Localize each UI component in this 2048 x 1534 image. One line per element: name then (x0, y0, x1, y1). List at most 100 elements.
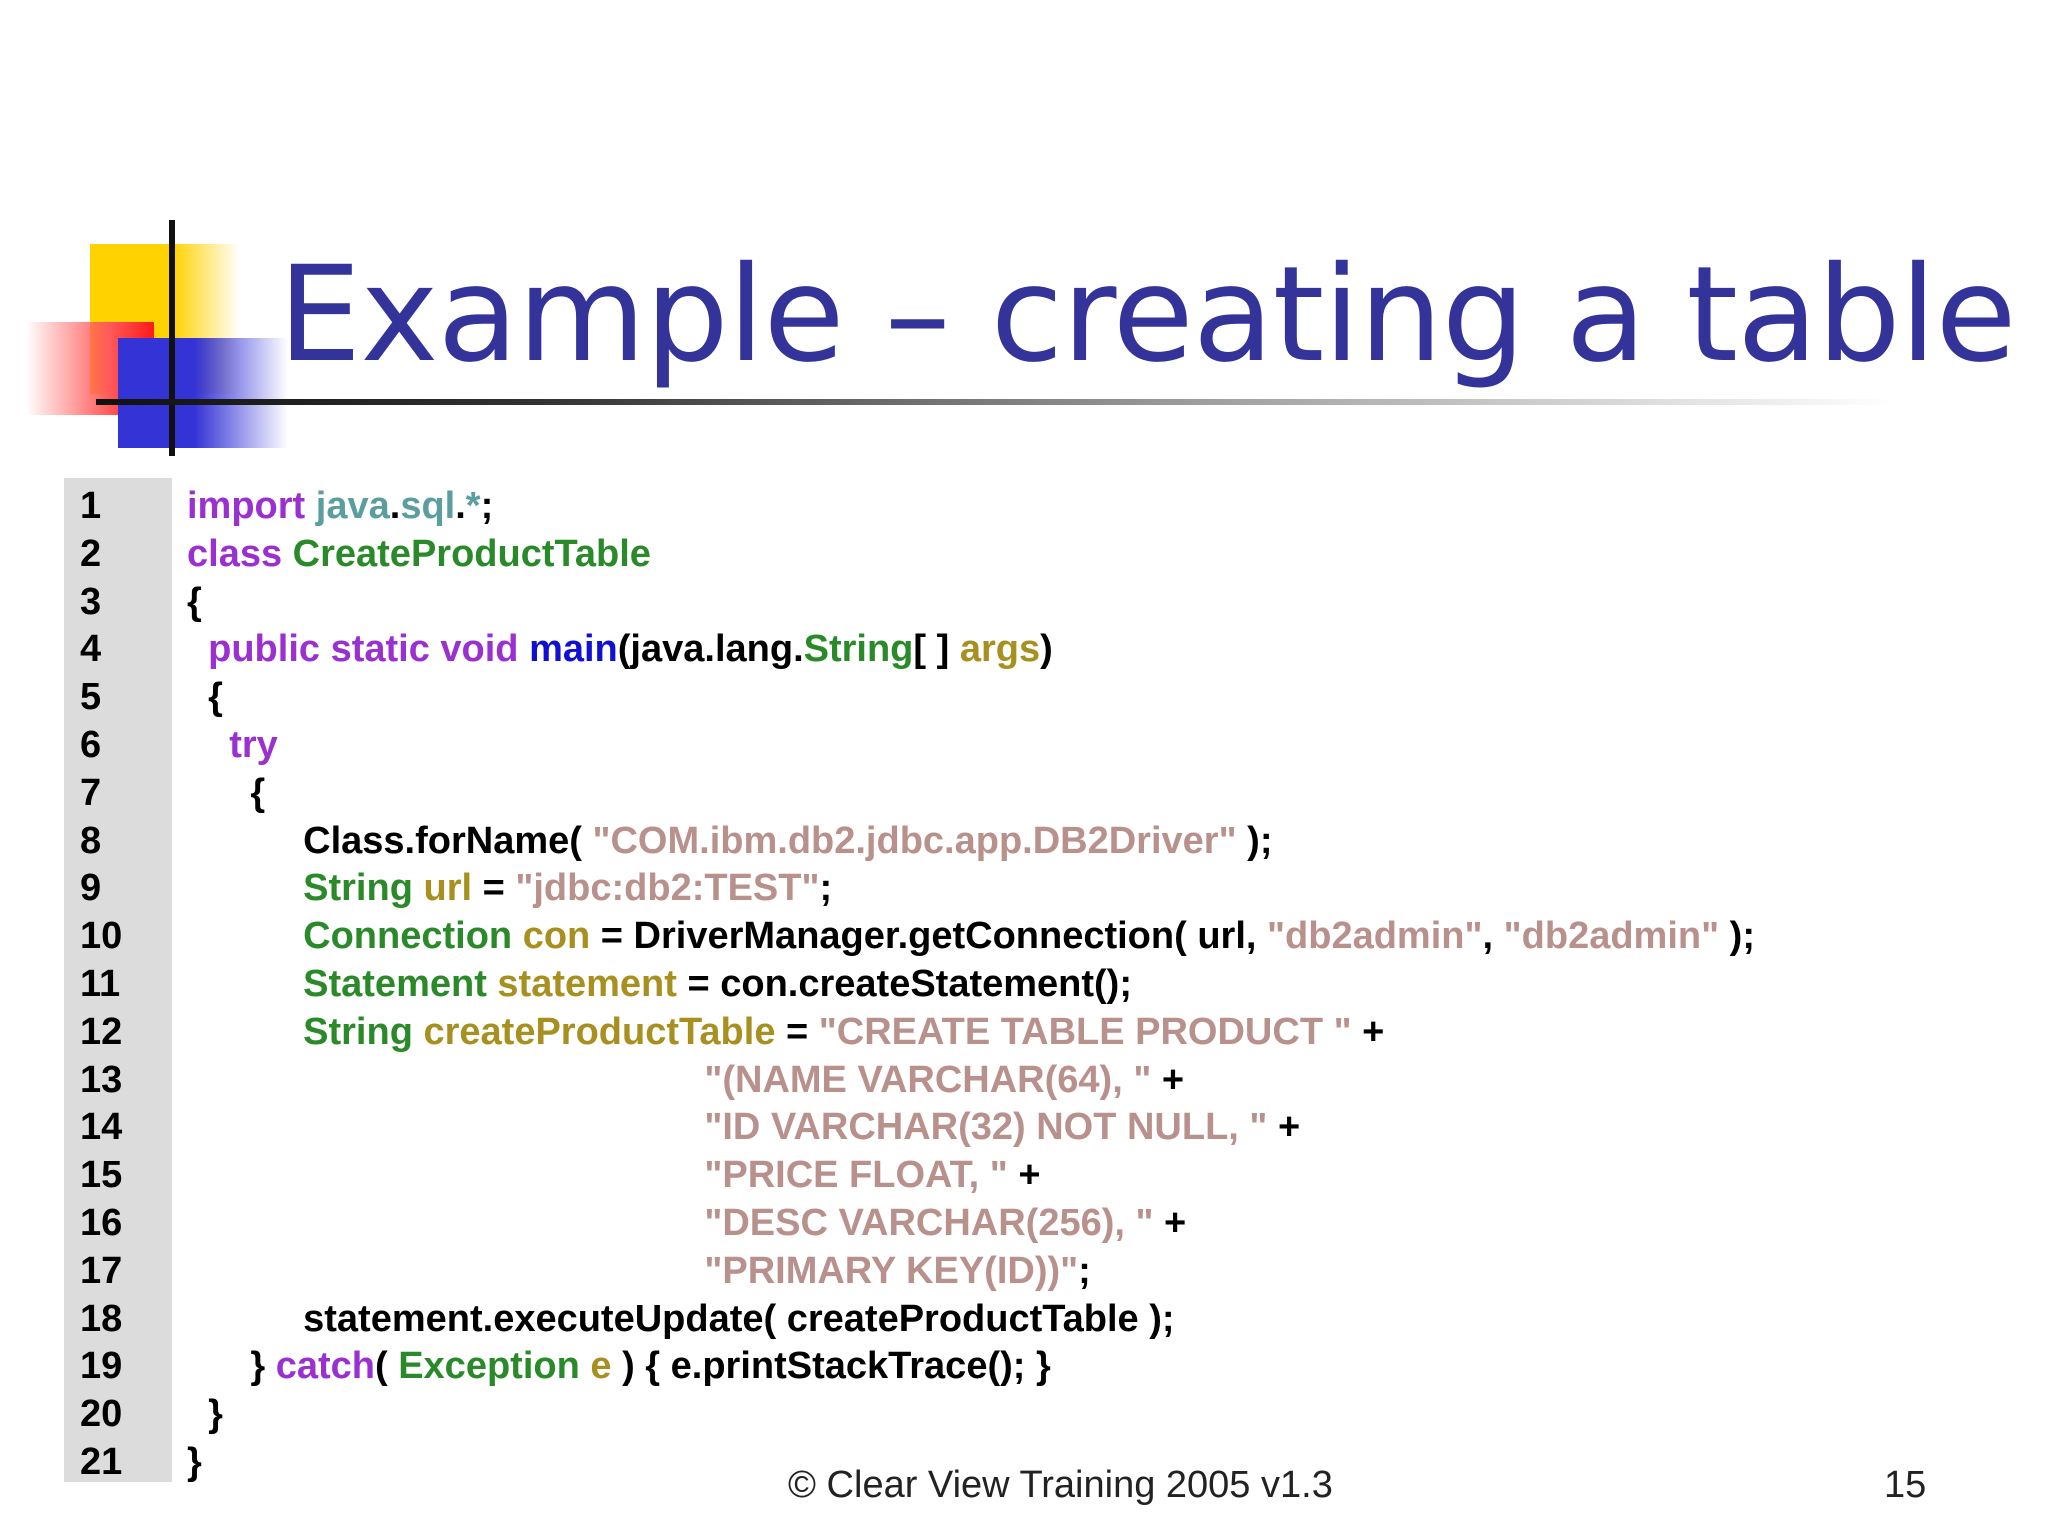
code-token: } (187, 1441, 202, 1483)
code-text: "PRICE FLOAT, " + (187, 1151, 1041, 1199)
title-decoration (0, 0, 2048, 470)
code-token: import (187, 485, 306, 527)
line-number: 5 (80, 676, 102, 719)
code-token: = (472, 867, 516, 910)
code-line: 19 } catch( Exception e ) { e.printStack… (0, 1342, 2048, 1390)
blue-square-decoration (118, 338, 288, 448)
code-token: "DESC VARCHAR(256), " (704, 1202, 1154, 1244)
code-token: "PRICE FLOAT, " (704, 1154, 1008, 1197)
code-token: + (1351, 1010, 1385, 1053)
code-token (187, 867, 303, 909)
code-token (187, 1202, 704, 1244)
code-token: java (315, 485, 390, 527)
code-token (187, 963, 303, 1005)
code-token: { (187, 676, 223, 719)
code-token: ) (1040, 628, 1053, 671)
line-number: 16 (80, 1202, 123, 1244)
code-token (187, 1154, 704, 1196)
vertical-rule (169, 220, 175, 456)
code-token (413, 1011, 424, 1053)
code-token: ); (1719, 915, 1755, 958)
code-line: 6 try (0, 721, 2048, 769)
code-text: public static void main(java.lang.String… (187, 625, 1053, 673)
code-token: url (423, 867, 473, 910)
line-number: 4 (80, 628, 102, 671)
code-token: * (465, 485, 481, 527)
code-line: 17 "PRIMARY KEY(ID))"; (0, 1247, 2048, 1295)
line-number: 11 (80, 963, 121, 1005)
code-text: } catch( Exception e ) { e.printStackTra… (187, 1342, 1050, 1390)
code-token: String (303, 1010, 413, 1053)
code-line: 3{ (0, 578, 2048, 626)
code-text: { (187, 673, 223, 721)
code-token: + (1007, 1154, 1041, 1197)
code-token: ; (819, 867, 833, 910)
code-token: "COM.ibm.db2.jdbc.app.DB2Driver" (592, 819, 1237, 862)
code-text: "ID VARCHAR(32) NOT NULL, " + (187, 1103, 1300, 1151)
code-token: class (187, 532, 283, 575)
code-text: Class.forName( "COM.ibm.db2.jdbc.app.DB2… (187, 817, 1272, 865)
code-token: [ ] (913, 628, 960, 671)
code-token: "(NAME VARCHAR(64), " (704, 1058, 1152, 1101)
line-number: 18 (80, 1297, 123, 1340)
line-number: 21 (80, 1441, 123, 1483)
code-token: ; (1078, 1249, 1091, 1292)
code-token (282, 533, 293, 575)
code-token: + (1153, 1202, 1187, 1244)
code-line: 11 Statement statement = con.createState… (0, 960, 2048, 1008)
code-line: 5 { (0, 673, 2048, 721)
slide-title: Example – creating a table (278, 238, 2017, 392)
code-text: } (187, 1438, 202, 1486)
code-text: "PRIMARY KEY(ID))"; (187, 1247, 1091, 1295)
code-text: String url = "jdbc:db2:TEST"; (187, 864, 832, 912)
code-token: "CREATE TABLE PRODUCT " (818, 1010, 1352, 1053)
line-number: 10 (80, 915, 123, 958)
line-number-gutter (64, 478, 172, 1482)
code-text: Connection con = DriverManager.getConnec… (187, 912, 1755, 960)
code-token: try (229, 724, 278, 766)
code-token: Class.forName( (187, 819, 593, 862)
code-text: String createProductTable = "CREATE TABL… (187, 1008, 1384, 1056)
code-text: import java.sql.*; (187, 482, 493, 530)
code-token (187, 1011, 303, 1053)
line-number: 20 (80, 1393, 123, 1436)
code-token: "ID VARCHAR(32) NOT NULL, " (704, 1106, 1268, 1149)
code-text: class CreateProductTable (187, 530, 651, 578)
code-token (187, 1250, 704, 1292)
code-token: CreateProductTable (292, 532, 651, 575)
code-token: e (590, 1345, 612, 1388)
code-token: . (389, 485, 401, 527)
line-number: 7 (80, 771, 102, 814)
code-token: ( (374, 1345, 399, 1388)
line-number: 12 (80, 1010, 123, 1053)
code-text: "(NAME VARCHAR(64), " + (187, 1056, 1184, 1104)
code-text: try (187, 721, 278, 769)
code-token: Exception (398, 1345, 580, 1388)
line-number: 14 (80, 1106, 123, 1149)
code-line: 8 Class.forName( "COM.ibm.db2.jdbc.app.D… (0, 817, 2048, 865)
code-token: "db2admin" (1267, 915, 1483, 958)
code-line: 14 "ID VARCHAR(32) NOT NULL, " + (0, 1103, 2048, 1151)
code-token: , (1482, 915, 1504, 958)
code-token (512, 915, 523, 957)
code-token: "db2admin" (1503, 915, 1720, 958)
code-token: statement (497, 963, 677, 1005)
code-token: main (529, 628, 618, 671)
code-token (187, 1059, 704, 1101)
code-line: 20 } (0, 1390, 2048, 1438)
code-token: = con.createStatement(); (676, 963, 1132, 1005)
code-line: 15 "PRICE FLOAT, " + (0, 1151, 2048, 1199)
code-token: statement.executeUpdate( createProductTa… (187, 1297, 1175, 1340)
code-token: { (187, 580, 202, 623)
code-token: } (187, 1393, 223, 1436)
code-line: 16 "DESC VARCHAR(256), " + (0, 1199, 2048, 1247)
code-text: "DESC VARCHAR(256), " + (187, 1199, 1186, 1247)
code-text: { (187, 769, 265, 817)
line-number: 3 (80, 580, 102, 623)
code-token (519, 628, 530, 670)
code-token: + (1151, 1058, 1185, 1101)
code-token: catch (275, 1345, 375, 1388)
code-token: Connection (303, 915, 513, 958)
